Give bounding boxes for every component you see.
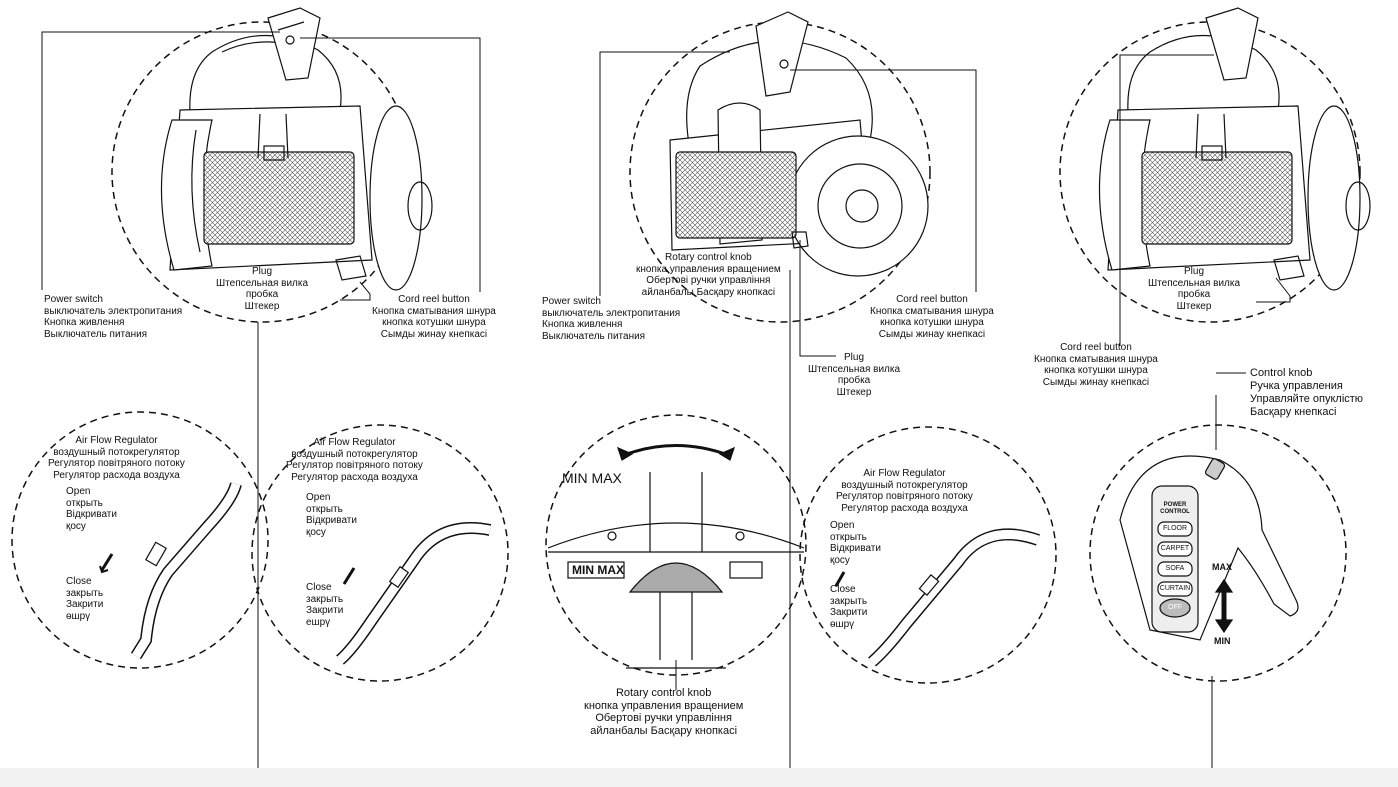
handle-control-illustration <box>1089 424 1347 682</box>
rotary-dial-illustration <box>545 414 807 676</box>
minmax-box-label: MIN MAX <box>572 563 624 577</box>
minmax-top-label: MIN MAX <box>562 470 622 486</box>
off-button: OFF <box>1168 604 1182 611</box>
curtain-button: CURTAIN <box>1159 585 1191 592</box>
bottom-strip <box>0 768 1398 787</box>
power-control-title: POWER CONTROL <box>1160 502 1190 515</box>
min-label: MIN <box>1214 636 1231 646</box>
leader-lines <box>41 31 1291 787</box>
middle-hose-illustration <box>799 426 1057 684</box>
middle-vacuum-illustration <box>629 11 931 323</box>
left-hose-illustration-1 <box>11 411 269 669</box>
floor-button: FLOOR <box>1162 525 1188 532</box>
left-vacuum-illustration <box>111 7 433 323</box>
left-hose-illustration-2 <box>251 424 509 682</box>
carpet-button: CARPET <box>1160 545 1190 552</box>
sofa-button: SOFA <box>1165 565 1185 572</box>
max-label: MAX <box>1212 562 1232 572</box>
